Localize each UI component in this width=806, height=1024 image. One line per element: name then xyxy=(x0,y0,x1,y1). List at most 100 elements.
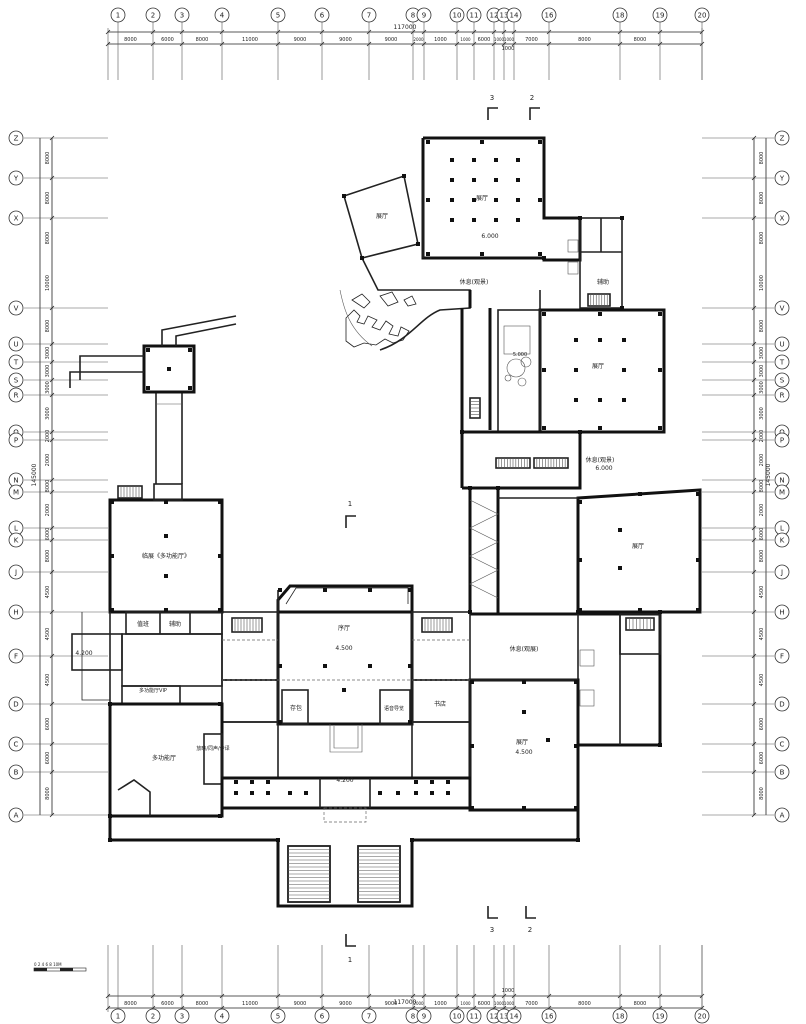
column-77 xyxy=(522,806,526,810)
left-tick-H xyxy=(49,609,55,615)
section-mark-3-top: 3 xyxy=(490,94,494,102)
right-axis-label-A: A xyxy=(780,812,785,820)
left-dim-5: 3000 xyxy=(45,347,51,360)
column-46 xyxy=(638,608,642,612)
left-axis-bubble-T xyxy=(8,354,24,370)
column-99 xyxy=(414,780,418,784)
top-dim-10: 6000 xyxy=(478,37,491,43)
left-axis-label-V: V xyxy=(14,305,19,313)
right-axis-bubble-U xyxy=(774,336,790,352)
column-58 xyxy=(164,534,168,538)
right-axis-label-F: F xyxy=(780,653,784,661)
right-dim-5: 3000 xyxy=(759,347,765,360)
column-1 xyxy=(480,140,484,144)
top-dim-14: 8000 xyxy=(578,37,591,43)
column-125 xyxy=(576,838,580,842)
bottom-axis-label-1: 1 xyxy=(116,1013,120,1021)
left-axis-bubble-J xyxy=(8,564,24,580)
overall-dim-left: 145000 xyxy=(31,463,38,486)
bottom-axis-label-2: 2 xyxy=(151,1013,155,1021)
top-axis-bubble-6 xyxy=(314,7,330,23)
right-dim-0: 8000 xyxy=(759,152,765,165)
right-axis-bubble-C xyxy=(774,736,790,752)
bottom-axis-label-20: 20 xyxy=(698,1013,707,1021)
label-aux: 辅助 xyxy=(169,620,181,628)
column-24 xyxy=(542,312,546,316)
left-axis-label-Z: Z xyxy=(14,135,19,143)
label-vip: 多功能厅VIP xyxy=(139,687,167,694)
top-axis-bubble-2 xyxy=(145,7,161,23)
right-tick-J xyxy=(751,569,757,575)
bottom-axis-label-16: 16 xyxy=(545,1013,554,1021)
left-dim-18: 6000 xyxy=(45,718,51,731)
column-50 xyxy=(110,500,114,504)
right-dim-2: 8000 xyxy=(759,232,765,245)
left-tick-Q xyxy=(49,429,55,435)
column-115 xyxy=(578,216,582,220)
left-axis-bubble-R xyxy=(8,387,24,403)
stair-west xyxy=(117,485,143,499)
column-91 xyxy=(378,791,382,795)
right-axis-bubble-V xyxy=(774,300,790,316)
left-dim-1: 8000 xyxy=(45,192,51,205)
left-dim-17: 4500 xyxy=(45,674,51,687)
bottom-axis-label-4: 4 xyxy=(220,1013,225,1021)
right-axis-bubble-P xyxy=(774,432,790,448)
section-mark-1-bottom: 1 xyxy=(348,956,352,964)
column-44 xyxy=(696,558,700,562)
left-axis-bubble-Y xyxy=(8,170,24,186)
column-0 xyxy=(426,140,430,144)
top-axis-bubble-7 xyxy=(361,7,377,23)
bottom-dim-10: 6000 xyxy=(478,1001,491,1007)
column-90 xyxy=(304,791,308,795)
left-axis-label-R: R xyxy=(14,392,19,400)
column-62 xyxy=(368,588,372,592)
top-axis-bubble-5 xyxy=(270,7,286,23)
column-21 xyxy=(472,218,476,222)
left-dim-19: 6000 xyxy=(45,752,51,765)
column-89 xyxy=(288,791,292,795)
column-101 xyxy=(446,780,450,784)
column-82 xyxy=(188,348,192,352)
right-axis-label-D: D xyxy=(779,701,784,709)
column-53 xyxy=(110,554,114,558)
right-dim-7: 3000 xyxy=(759,381,765,394)
right-axis-bubble-B xyxy=(774,764,790,780)
column-71 xyxy=(470,680,474,684)
left-dim-0: 8000 xyxy=(45,152,51,165)
level-exhibit-north: 6.000 xyxy=(481,233,498,240)
label-exhibit-south: 展厅 xyxy=(516,739,528,746)
column-51 xyxy=(164,500,168,504)
column-98 xyxy=(266,780,270,784)
left-axis-label-Y: Y xyxy=(13,175,19,183)
right-axis-label-U: U xyxy=(779,341,784,349)
sub-dim-top: 1000 xyxy=(502,46,515,52)
right-axis-label-N: N xyxy=(779,477,784,485)
right-dim-11: 8000 xyxy=(759,480,765,493)
bottom-axis-bubble-1 xyxy=(110,1008,126,1024)
label-hall: 序厅 xyxy=(338,624,350,632)
column-31 xyxy=(658,426,662,430)
column-41 xyxy=(638,492,642,496)
right-axis-bubble-F xyxy=(774,648,790,664)
top-dim-4: 9000 xyxy=(294,37,307,43)
left-axis-bubble-B xyxy=(8,764,24,780)
right-dim-15: 4500 xyxy=(759,586,765,599)
overall-dim-right: 145000 xyxy=(765,463,772,486)
left-axis-bubble-S xyxy=(8,372,24,388)
column-30 xyxy=(598,426,602,430)
column-117 xyxy=(620,306,624,310)
right-tick-A xyxy=(751,812,757,818)
right-dim-9: 2000 xyxy=(759,430,765,443)
label-audio: 语音导览 xyxy=(384,705,404,712)
right-tick-C xyxy=(751,741,757,747)
right-axis-bubble-A xyxy=(774,807,790,823)
column-38 xyxy=(598,398,602,402)
left-axis-label-N: N xyxy=(13,477,18,485)
bottom-axis-bubble-20 xyxy=(694,1008,710,1024)
left-axis-bubble-D xyxy=(8,696,24,712)
left-axis-label-F: F xyxy=(14,653,18,661)
right-axis-bubble-J xyxy=(774,564,790,580)
column-67 xyxy=(368,664,372,668)
